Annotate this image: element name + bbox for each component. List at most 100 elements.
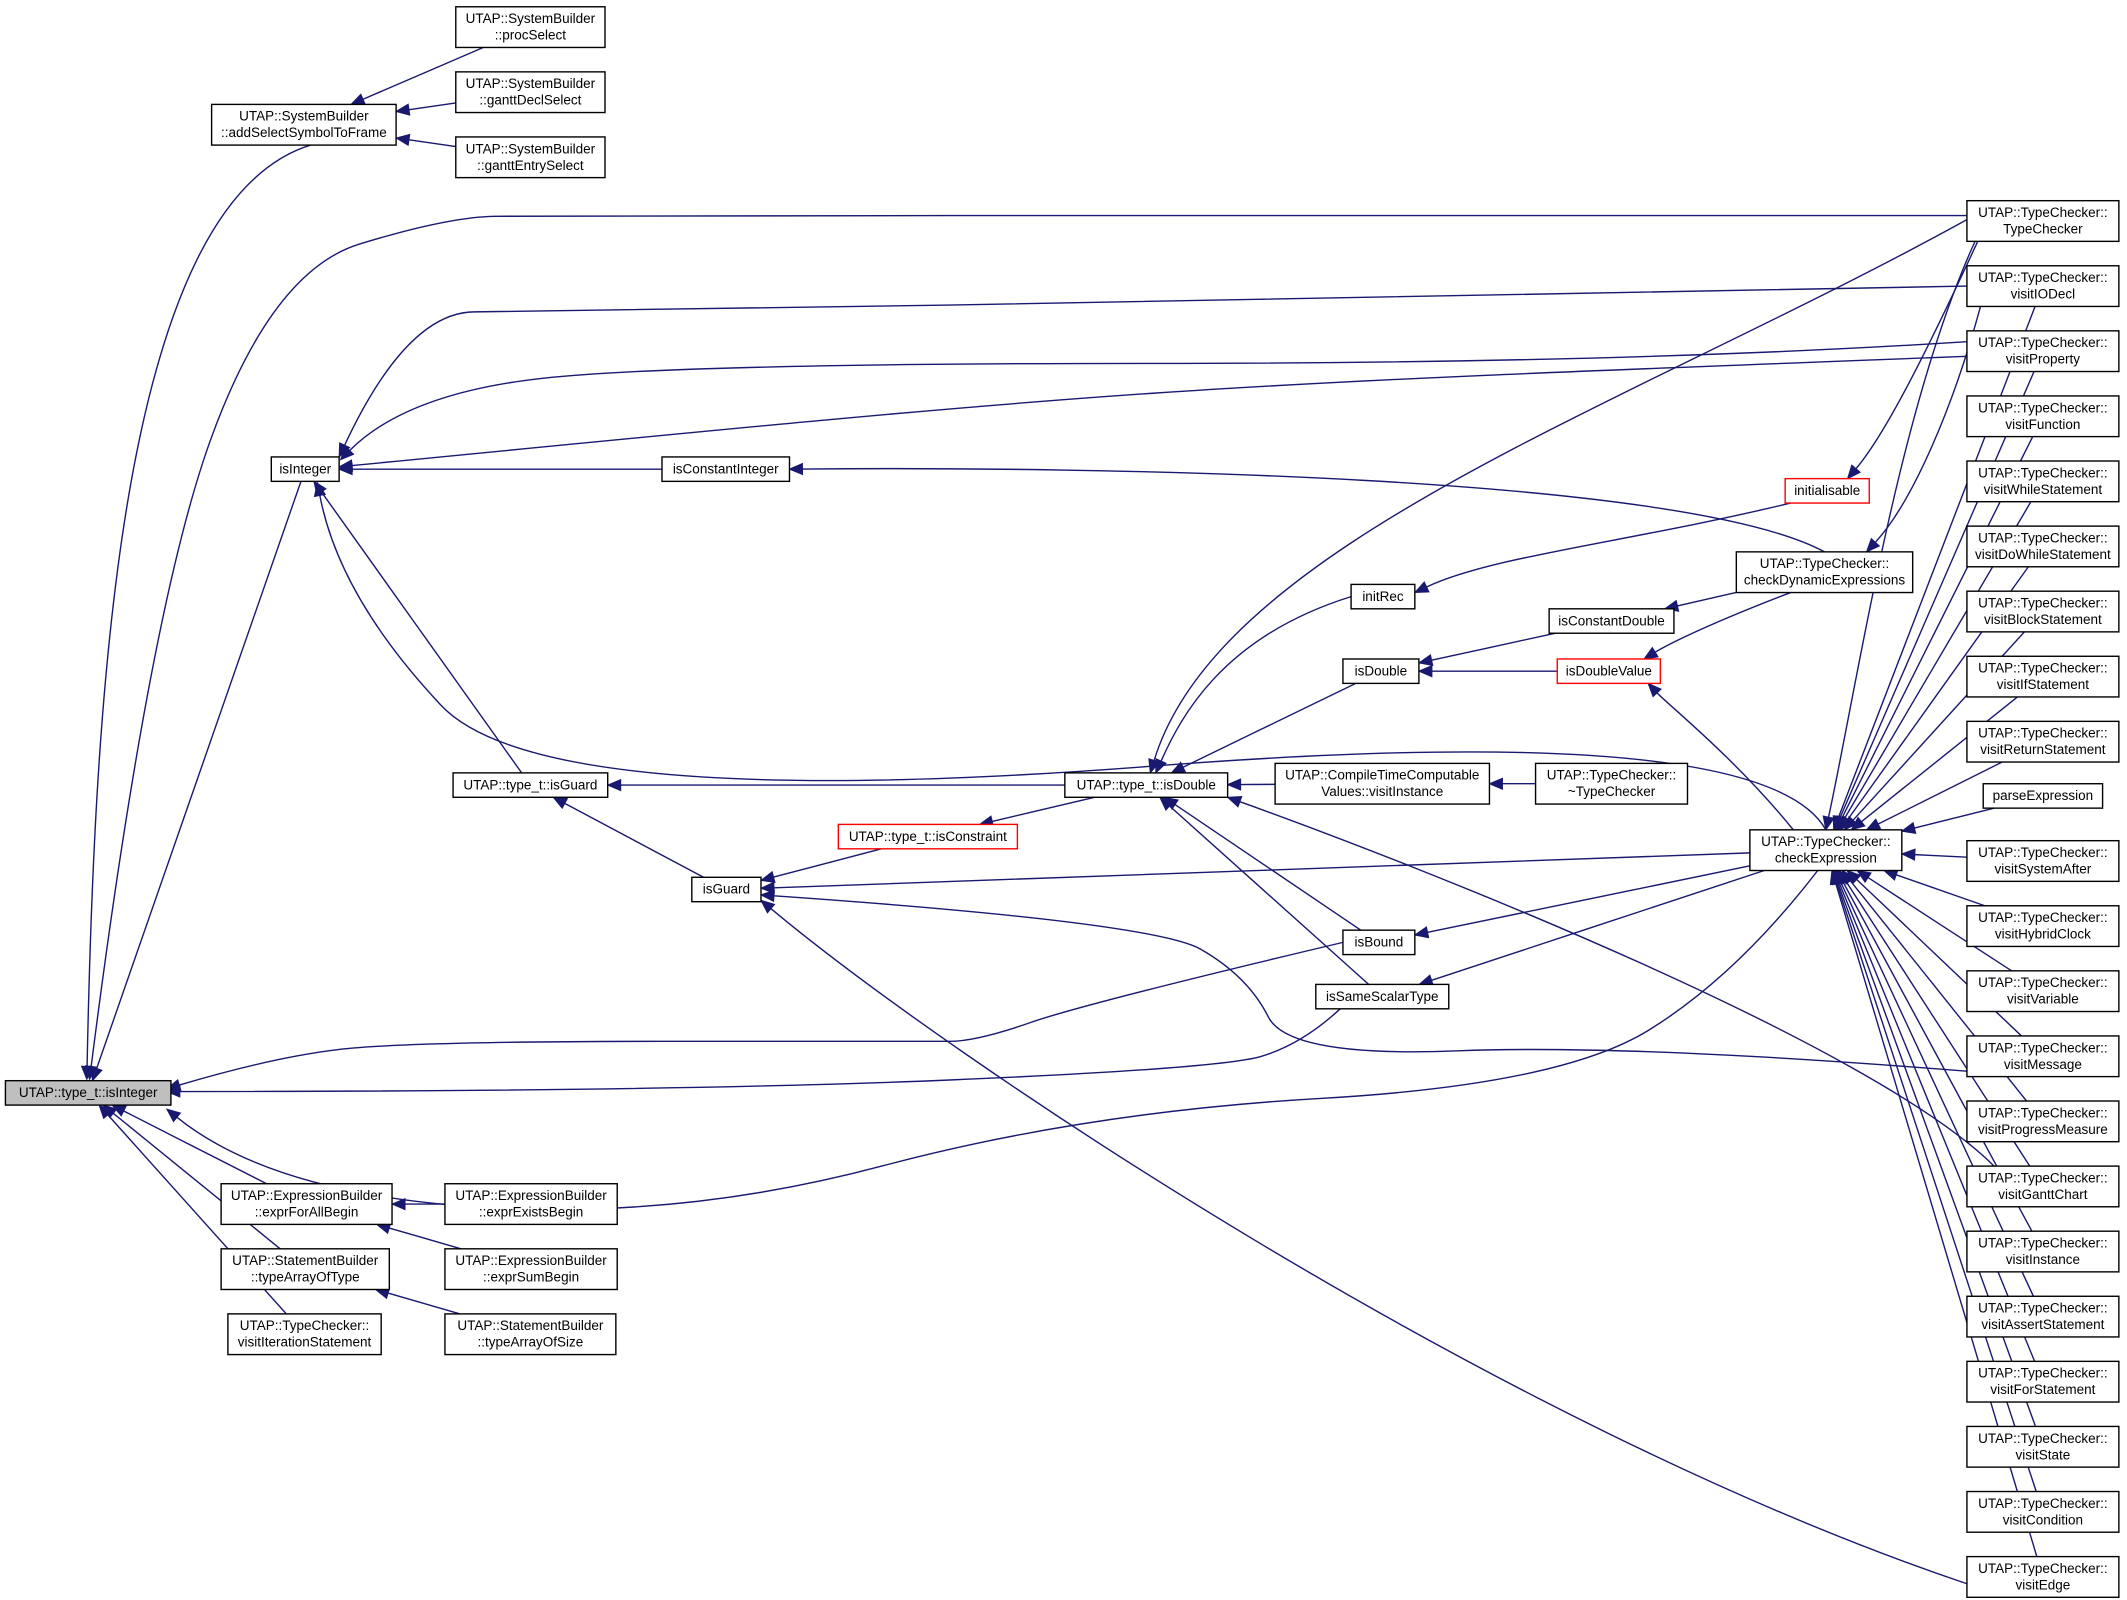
node-addSel[interactable]: UTAP::SystemBuilder::addSelectSymbolToFr…: [210, 103, 397, 146]
node-box: [1966, 1295, 2120, 1338]
node-visitWhile[interactable]: UTAP::TypeChecker::visitWhileStatement: [1966, 460, 2120, 503]
edge-parseExpr-to-checkExpr: [1914, 807, 1995, 829]
node-ganttDecl[interactable]: UTAP::SystemBuilder::ganttDeclSelect: [455, 71, 606, 114]
node-label: UTAP::TypeChecker::: [1978, 1040, 2108, 1055]
node-label: visitCondition: [2003, 1512, 2083, 1527]
node-box: [1966, 1425, 2120, 1468]
edge-arrowhead: [390, 1197, 406, 1211]
node-isDouble[interactable]: isDouble: [1342, 658, 1420, 685]
node-root[interactable]: UTAP::type_t::isInteger: [4, 1079, 172, 1106]
node-tcCtor[interactable]: UTAP::TypeChecker::TypeChecker: [1966, 199, 2120, 243]
node-visitMessage[interactable]: UTAP::TypeChecker::visitMessage: [1966, 1035, 2120, 1078]
node-ganttEntry[interactable]: UTAP::SystemBuilder::ganttEntrySelect: [455, 136, 606, 179]
edge-visitState-to-checkExpr: [1837, 882, 2037, 1427]
edge-tcCtor-to-initialisable: [1855, 241, 1979, 470]
node-label: visitIfStatement: [1997, 677, 2090, 692]
node-tcDtor[interactable]: UTAP::TypeChecker::~TypeChecker: [1534, 762, 1689, 805]
node-visitIter[interactable]: UTAP::TypeChecker::visitIterationStateme…: [227, 1313, 382, 1356]
node-box: [444, 1183, 618, 1226]
edge-isBound-to-root: [179, 941, 1344, 1086]
node-box: [661, 456, 791, 483]
node-label: UTAP::ExpressionBuilder: [455, 1188, 607, 1203]
node-label: parseExpression: [1993, 788, 2094, 803]
edge-checkExpr-to-isGuard: [773, 852, 1750, 889]
node-visitReturn[interactable]: UTAP::TypeChecker::visitReturnStatement: [1966, 720, 2120, 763]
edge-arrowhead: [1417, 653, 1434, 667]
node-isSameScalar[interactable]: isSameScalarType: [1315, 983, 1450, 1010]
node-visitProgress[interactable]: UTAP::TypeChecker::visitProgressMeasure: [1966, 1100, 2120, 1143]
node-exprExists[interactable]: UTAP::ExpressionBuilder::exprExistsBegin: [444, 1183, 618, 1226]
node-box: [1749, 829, 1903, 872]
node-tIsConstraint[interactable]: UTAP::type_t::isConstraint: [837, 823, 1019, 850]
node-parseExpr[interactable]: parseExpression: [1982, 783, 2104, 809]
node-visitHybrid[interactable]: UTAP::TypeChecker::visitHybridClock: [1966, 905, 2120, 948]
edge-arrowhead: [1846, 464, 1862, 480]
edge-visitIODecl-to-isInteger: [343, 285, 1967, 446]
node-checkExpr[interactable]: UTAP::TypeChecker::checkExpression: [1749, 829, 1903, 872]
edge-typeArrOfType-to-root: [112, 1112, 281, 1250]
node-label: UTAP::TypeChecker::: [1978, 1105, 2108, 1120]
edge-arrowhead: [337, 462, 353, 476]
edge-initialisable-to-initRec: [1426, 502, 1791, 588]
node-typeArrOfType[interactable]: UTAP::StatementBuilder::typeArrayOfType: [220, 1248, 391, 1291]
edge-arrowhead: [760, 899, 776, 914]
node-isInteger[interactable]: isInteger: [270, 456, 340, 483]
node-isBound[interactable]: isBound: [1342, 929, 1416, 956]
node-exprSum[interactable]: UTAP::ExpressionBuilder::exprSumBegin: [444, 1248, 618, 1291]
node-typeArrOfSize[interactable]: UTAP::StatementBuilder::typeArrayOfSize: [444, 1313, 617, 1356]
node-visitFor[interactable]: UTAP::TypeChecker::visitForStatement: [1966, 1360, 2120, 1403]
node-visitGantt[interactable]: UTAP::TypeChecker::visitGanttChart: [1966, 1165, 2120, 1208]
edge-arrowhead: [1155, 758, 1167, 775]
edge-visitMessage-to-isGuard: [773, 895, 1967, 1072]
edge-arrowhead: [349, 93, 366, 105]
node-isConstInt[interactable]: isConstantInteger: [661, 456, 791, 483]
node-visitAssert[interactable]: UTAP::TypeChecker::visitAssertStatement: [1966, 1295, 2120, 1338]
edge-visitMessage-to-checkExpr: [1856, 878, 2022, 1037]
node-visitInstance[interactable]: UTAP::TypeChecker::visitInstance: [1966, 1230, 2120, 1273]
node-tIsDouble[interactable]: UTAP::type_t::isDouble: [1064, 772, 1229, 798]
edge-arrowhead: [788, 462, 804, 476]
edge-tcCtor-to-root: [90, 214, 1967, 1067]
node-visitBlock[interactable]: UTAP::TypeChecker::visitBlockStatement: [1966, 590, 2120, 633]
node-box: [220, 1183, 393, 1226]
node-box: [452, 772, 609, 798]
node-initRec[interactable]: initRec: [1350, 583, 1416, 610]
node-label: visitHybridClock: [1995, 927, 2091, 942]
node-tIsGuard[interactable]: UTAP::type_t::isGuard: [452, 772, 609, 798]
node-label: UTAP::SystemBuilder: [466, 11, 596, 26]
node-visitCondition[interactable]: UTAP::TypeChecker::visitCondition: [1966, 1490, 2120, 1533]
node-checkDyn[interactable]: UTAP::TypeChecker::checkDynamicExpressio…: [1735, 551, 1914, 594]
node-isConstDouble[interactable]: isConstantDouble: [1548, 608, 1675, 634]
node-initialisable[interactable]: initialisable: [1784, 477, 1870, 504]
edge-arrowhead: [394, 133, 411, 147]
node-label: UTAP::TypeChecker::: [1978, 1170, 2108, 1185]
node-box: [1966, 655, 2120, 698]
node-visitIf[interactable]: UTAP::TypeChecker::visitIfStatement: [1966, 655, 2120, 698]
node-label: visitState: [2016, 1447, 2071, 1462]
node-visitIODecl[interactable]: UTAP::TypeChecker::visitIODecl: [1966, 265, 2120, 308]
edge-isInteger-to-root: [96, 481, 302, 1069]
node-visitVariable[interactable]: UTAP::TypeChecker::visitVariable: [1966, 970, 2120, 1013]
node-isGuard[interactable]: isGuard: [691, 876, 762, 903]
node-box: [1966, 590, 2120, 633]
node-visitSysAfter[interactable]: UTAP::TypeChecker::visitSystemAfter: [1966, 839, 2120, 883]
edge-visitSysAfter-to-checkExpr: [1914, 853, 1967, 858]
node-visitDoWhile[interactable]: UTAP::TypeChecker::visitDoWhileStatement: [1966, 525, 2120, 568]
node-label: TypeChecker: [2003, 222, 2083, 237]
node-visitProperty[interactable]: UTAP::TypeChecker::visitProperty: [1966, 330, 2120, 373]
node-label: UTAP::TypeChecker::: [1978, 975, 2108, 990]
node-exprForAll[interactable]: UTAP::ExpressionBuilder::exprForAllBegin: [220, 1183, 393, 1226]
node-visitState[interactable]: UTAP::TypeChecker::visitState: [1966, 1425, 2120, 1468]
node-label: isBound: [1354, 935, 1403, 950]
node-visitFunction[interactable]: UTAP::TypeChecker::visitFunction: [1966, 395, 2120, 438]
node-visitEdge[interactable]: UTAP::TypeChecker::visitEdge: [1966, 1555, 2120, 1598]
node-label: UTAP::TypeChecker::: [1978, 465, 2108, 480]
node-procSelect[interactable]: UTAP::SystemBuilder::procSelect: [455, 6, 606, 49]
node-isDoubleValue[interactable]: isDoubleValue: [1556, 658, 1662, 685]
node-label: UTAP::TypeChecker::: [1978, 1431, 2108, 1446]
edge-initRec-to-tIsDouble: [1160, 595, 1352, 762]
node-label: ::exprSumBegin: [483, 1270, 579, 1285]
node-box: [1966, 1100, 2120, 1143]
node-label: UTAP::TypeChecker::: [1978, 270, 2108, 285]
node-ctcVisit[interactable]: UTAP::CompileTimeComputableValues::visit…: [1274, 762, 1491, 805]
